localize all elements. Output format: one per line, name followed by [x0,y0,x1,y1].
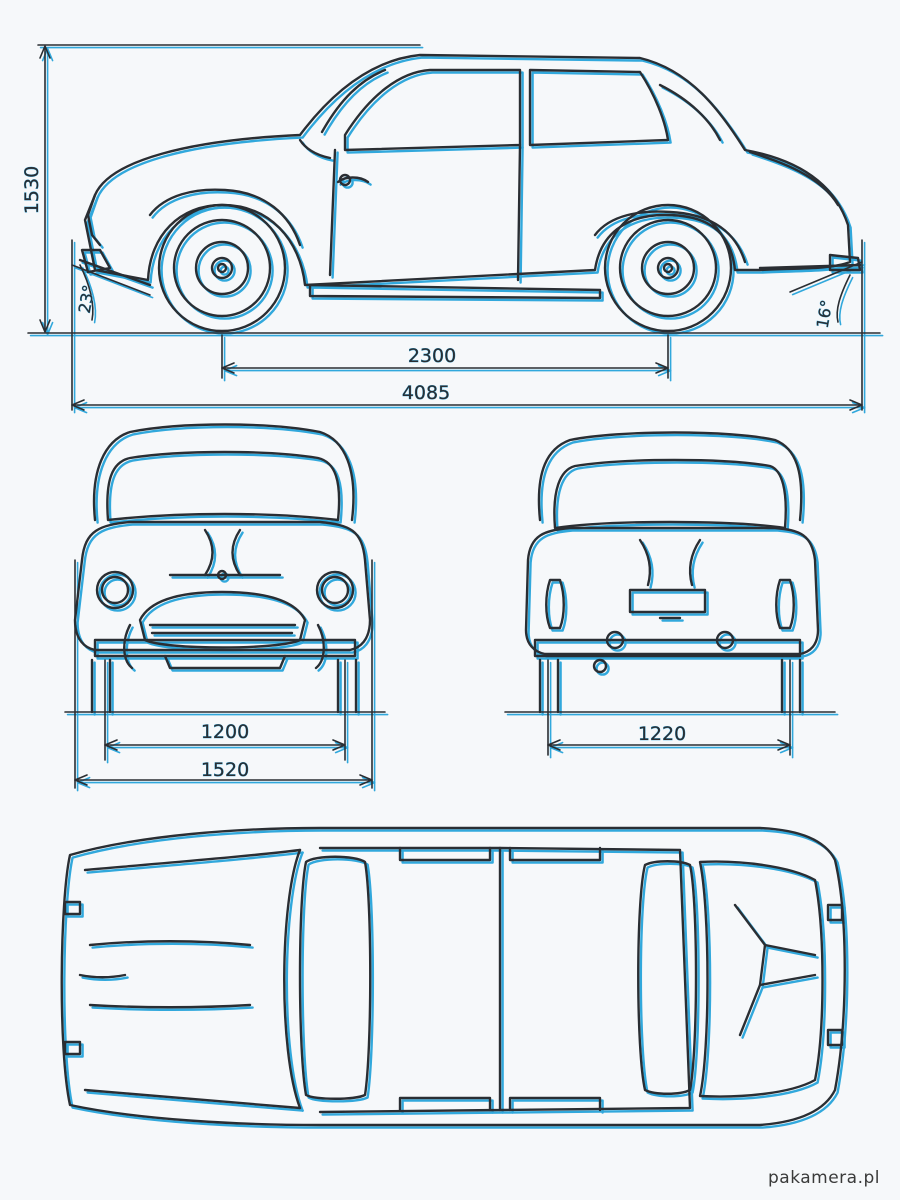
top-view [60,826,846,1127]
rear-angle-label: 16° [813,298,837,329]
rear-track-label: 1220 [638,723,686,745]
length-label: 4085 [402,382,450,404]
wheelbase-label: 2300 [408,345,456,367]
front-track-label: 1200 [201,721,249,743]
height-label: 1530 [21,166,43,214]
ink-layer [27,44,881,1127]
front-width-label: 1520 [201,759,249,781]
blue-offset-layer [29,46,884,1129]
watermark: pakamera.pl [767,1168,880,1188]
rear-view [524,431,820,714]
